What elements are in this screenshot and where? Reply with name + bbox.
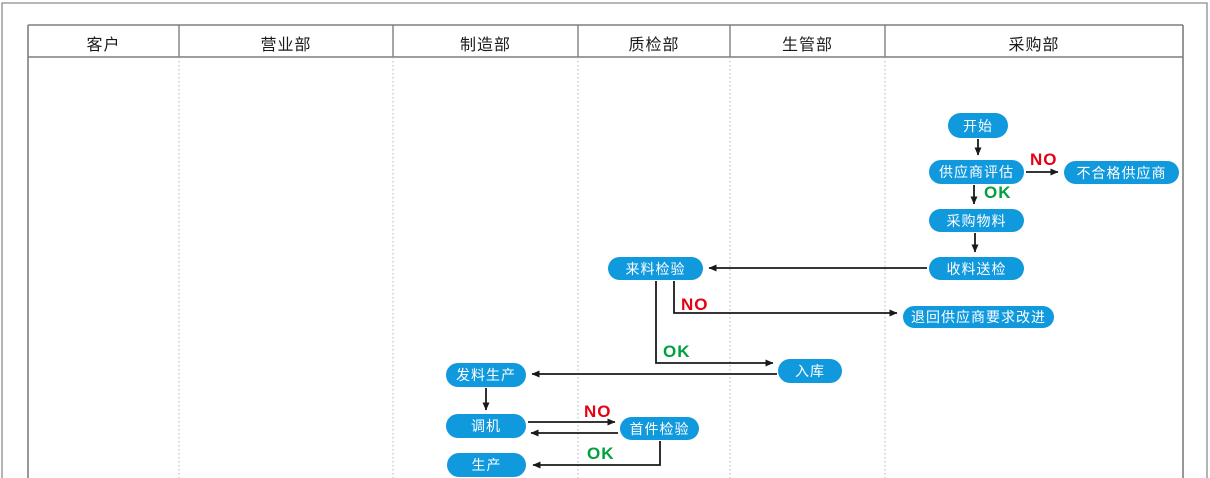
edge-label-no-incoming-inspection: NO bbox=[681, 295, 709, 314]
flow-node-start: 开始 bbox=[948, 113, 1008, 138]
flow-node-issue-materials: 发料生产 bbox=[446, 363, 526, 387]
edge-label-ok-supplier-evaluation: OK bbox=[984, 183, 1012, 202]
flow-node-incoming-inspection: 来料检验 bbox=[608, 257, 703, 280]
edge-label-ok-first-article-inspect: OK bbox=[587, 444, 615, 463]
lane-header-0: 客户 bbox=[86, 37, 121, 54]
lane-header-3: 质检部 bbox=[628, 37, 680, 54]
flow-node-receive-send-inspect: 收料送检 bbox=[929, 257, 1024, 280]
flow-node-machine-setup: 调机 bbox=[446, 414, 526, 438]
edge-label-no-supplier-evaluation: NO bbox=[1030, 150, 1058, 169]
flow-arrow-incoming-inspection-to-return-to-supplier bbox=[673, 281, 898, 317]
edge-label-ok-incoming-inspection: OK bbox=[663, 342, 691, 361]
flow-node-warehouse-in: 入库 bbox=[778, 359, 842, 383]
edge-label-no-machine-setup: NO bbox=[584, 402, 612, 421]
flow-node-purchase-materials: 采购物料 bbox=[929, 209, 1024, 232]
lane-header-4: 生管部 bbox=[781, 37, 834, 54]
flow-node-return-to-supplier: 退回供应商要求改进 bbox=[903, 306, 1054, 328]
flow-arrow-incoming-inspection-to-warehouse-in bbox=[655, 281, 774, 367]
flow-node-supplier-evaluation: 供应商评估 bbox=[929, 160, 1024, 184]
lane-header-2: 制造部 bbox=[459, 37, 512, 54]
flow-arrow-first-article-inspect-to-production bbox=[532, 441, 661, 469]
lane-header-5: 采购部 bbox=[1008, 37, 1060, 54]
lane-header-1: 营业部 bbox=[260, 37, 312, 54]
flow-node-unqualified-supplier: 不合格供应商 bbox=[1064, 161, 1179, 184]
flow-node-first-article-inspect: 首件检验 bbox=[620, 417, 699, 440]
flow-node-production: 生产 bbox=[447, 453, 526, 477]
